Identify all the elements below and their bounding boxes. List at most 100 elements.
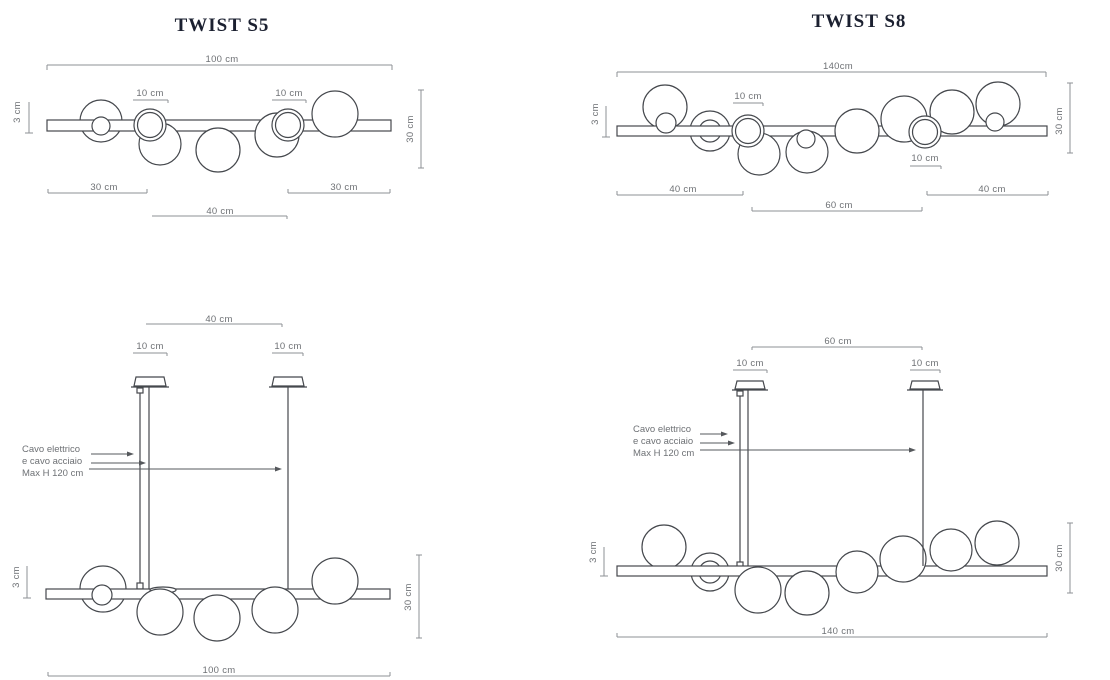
- s5-top-dim-total: 100 cm: [46, 54, 393, 70]
- dim-label: 40 cm: [205, 314, 232, 325]
- s8-top-dim-thickness: 3 cm: [590, 103, 610, 138]
- s5-front-dim-thickness: 3 cm: [11, 566, 31, 599]
- s8-front-dim-canopy-right: 10 cm: [910, 358, 941, 373]
- ceiling-canopy: [734, 380, 766, 390]
- leader-arrow-icon: [127, 451, 134, 457]
- ring-mount-inner: [136, 111, 164, 139]
- dim-label: 40 cm: [206, 206, 233, 217]
- ring-mount: [908, 115, 942, 149]
- sphere: [734, 566, 782, 614]
- dim-label: 140cm: [823, 61, 853, 72]
- dim-label: 60 cm: [825, 200, 852, 211]
- sphere: [784, 570, 830, 616]
- note-line: Cavo elettrico: [633, 424, 691, 435]
- s5-top-dim-spacing: 40 cm: [152, 206, 288, 219]
- bar: [616, 125, 1048, 137]
- s5-top-view: TWIST S5 100 cm 10 cm 10 cm: [12, 15, 424, 219]
- dim-label: 30 cm: [90, 182, 117, 193]
- s5-top-dim-ring-right: 10 cm: [272, 88, 307, 103]
- s8-top-dim-total: 140cm: [616, 61, 1047, 77]
- note-line: e cavo acciaio: [22, 456, 82, 467]
- ring-mount: [731, 114, 765, 148]
- s5-top-dim-offset-left: 30 cm: [47, 182, 148, 194]
- leader-arrow-icon: [728, 440, 735, 446]
- dim-label: 3 cm: [12, 101, 23, 123]
- leader-arrow-icon: [275, 466, 282, 472]
- note-line: Max H 120 cm: [633, 448, 694, 459]
- s8-top-dim-offset-left: 40 cm: [616, 184, 744, 196]
- sphere: [311, 557, 359, 605]
- small-sphere: [91, 584, 113, 606]
- ceiling-canopy: [271, 376, 305, 387]
- s5-top-dim-thickness: 3 cm: [12, 101, 33, 134]
- note-line: Max H 120 cm: [22, 468, 83, 479]
- s5-front-dim-spacing: 40 cm: [146, 314, 283, 327]
- bar: [616, 565, 1048, 577]
- dim-label: 10 cm: [911, 358, 938, 369]
- s5-front-cable-note: Cavo elettrico e cavo acciaio Max H 120 …: [22, 444, 282, 479]
- ring-mount-inner: [734, 117, 762, 145]
- cable-gland: [136, 387, 144, 394]
- dim-label: 10 cm: [136, 341, 163, 352]
- dim-label: 3 cm: [588, 541, 599, 563]
- s8-front-dim-spacing: 60 cm: [751, 336, 923, 350]
- sphere: [195, 127, 241, 173]
- sphere: [136, 588, 184, 636]
- dim-label: 10 cm: [734, 91, 761, 102]
- s5-front-view: 40 cm 10 cm 10 cm Cavo elettrico e cavo …: [11, 314, 422, 677]
- ceiling-canopy: [909, 380, 941, 390]
- dim-label: 10 cm: [136, 88, 163, 99]
- dim-label: 3 cm: [590, 103, 601, 125]
- s8-top-dim-spacing: 60 cm: [751, 200, 923, 212]
- note-line: Cavo elettrico: [22, 444, 80, 455]
- sphere: [193, 594, 241, 642]
- sphere: [311, 90, 359, 138]
- sphere: [834, 108, 880, 154]
- sphere-outline: [641, 524, 687, 570]
- small-sphere: [985, 112, 1005, 132]
- ring-mount: [271, 108, 305, 142]
- s5-top-dim-offset-right: 30 cm: [287, 182, 391, 194]
- dim-label: 30 cm: [1054, 544, 1065, 571]
- dim-label: 30 cm: [403, 583, 414, 610]
- dim-label: 100 cm: [203, 665, 236, 676]
- small-sphere: [655, 112, 677, 134]
- s8-top-dim-offset-right: 40 cm: [926, 184, 1049, 196]
- cable-gland: [736, 390, 744, 397]
- dim-label: 10 cm: [275, 88, 302, 99]
- s5-front-dim-canopy-right: 10 cm: [272, 341, 304, 356]
- dim-label: 10 cm: [274, 341, 301, 352]
- s8-top-dim-height: 30 cm: [1054, 82, 1073, 154]
- dim-label: 60 cm: [824, 336, 851, 347]
- ring-mount: [133, 108, 167, 142]
- s8-top-dim-ring-left: 10 cm: [733, 91, 764, 106]
- s8-top-view: TWIST S8 140cm 10 cm 10 cm: [590, 11, 1073, 212]
- leader-arrow-icon: [139, 460, 146, 466]
- s5-front-dim-canopy-left: 10 cm: [133, 341, 168, 356]
- dim-label: 30 cm: [405, 115, 416, 142]
- sphere: [929, 89, 975, 135]
- s5-front-dim-height: 30 cm: [403, 554, 422, 639]
- s8-top-dim-ring-right: 10 cm: [910, 153, 942, 169]
- s8-front-dim-thickness: 3 cm: [588, 541, 608, 577]
- leader-arrow-icon: [909, 447, 916, 453]
- dim-label: 40 cm: [978, 184, 1005, 195]
- dim-label: 30 cm: [1054, 107, 1065, 134]
- s8-front-dim-total: 140 cm: [616, 626, 1048, 638]
- sphere: [251, 586, 299, 634]
- ring-mount-inner: [274, 111, 302, 139]
- small-sphere: [796, 129, 816, 149]
- s5-title: TWIST S5: [175, 15, 270, 36]
- dim-label: 40 cm: [669, 184, 696, 195]
- s5-front-dim-total: 100 cm: [47, 665, 391, 677]
- sphere: [929, 528, 973, 572]
- s5-top-dim-ring-left: 10 cm: [133, 88, 169, 103]
- ceiling-canopy: [133, 376, 167, 387]
- s8-front-dim-height: 30 cm: [1054, 522, 1073, 594]
- dim-label: 10 cm: [911, 153, 938, 164]
- cable-gland: [136, 582, 144, 590]
- leader-arrow-icon: [721, 431, 728, 437]
- dim-label: 3 cm: [11, 566, 22, 588]
